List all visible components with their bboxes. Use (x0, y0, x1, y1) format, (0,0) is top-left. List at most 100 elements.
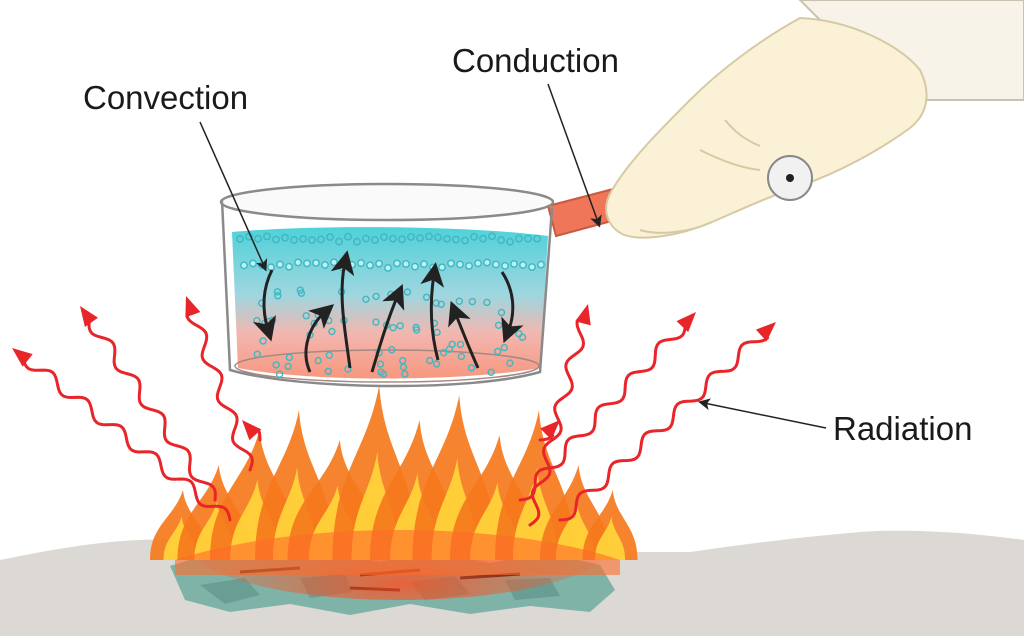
bubble (389, 324, 397, 332)
bubble (501, 261, 509, 270)
bubble (314, 356, 322, 365)
bubble (281, 233, 289, 242)
bubble (474, 259, 482, 268)
convection-pointer (199, 121, 268, 272)
bubble (393, 259, 401, 268)
convection-arrows (253, 250, 524, 373)
bubble (403, 288, 412, 296)
bubble (236, 234, 244, 243)
bubble (407, 232, 415, 241)
bubble (379, 370, 388, 378)
radiation-arrowhead-icon (575, 304, 591, 326)
bubble (420, 260, 428, 269)
bubble (344, 232, 352, 241)
bubble (249, 259, 257, 268)
bubble (344, 365, 352, 373)
bubble (401, 370, 409, 378)
saucepan (219, 180, 647, 388)
bubble (483, 298, 491, 307)
bubble (497, 308, 506, 317)
bubble (487, 368, 495, 376)
bubble (366, 261, 374, 270)
bubble (362, 234, 370, 243)
bubble (274, 292, 282, 300)
bubble (488, 232, 496, 241)
bubble (537, 260, 545, 269)
bubble (467, 364, 476, 372)
bubble (254, 234, 262, 243)
bubble (425, 232, 433, 241)
bubble (497, 236, 505, 245)
bubble (456, 340, 465, 349)
radiation-arrowhead-icon (80, 306, 98, 327)
bubble (389, 234, 397, 243)
bubble (470, 232, 478, 241)
bubble (388, 346, 396, 354)
bubble (371, 236, 379, 244)
bubble (452, 235, 460, 244)
bubble (290, 235, 298, 244)
bubble (362, 295, 370, 303)
flame-core (594, 516, 626, 560)
bubble (276, 260, 284, 269)
flame-base (175, 530, 620, 575)
bubble (398, 235, 406, 244)
bubble (426, 356, 434, 365)
bubble (432, 360, 441, 368)
bubble (448, 340, 456, 348)
bubble (380, 233, 388, 241)
label-conduction: Conduction (452, 42, 619, 79)
bubble (272, 361, 280, 369)
radiation-waves (12, 296, 776, 527)
bubble (494, 347, 502, 356)
radiation-wave (185, 312, 254, 472)
bubble (240, 261, 248, 270)
radiation-arrowhead-icon (12, 348, 33, 367)
bubble (325, 351, 333, 359)
bubble (275, 370, 284, 378)
radiation-arrowhead-icon (755, 322, 776, 342)
bubble (299, 235, 307, 243)
bubble (317, 235, 325, 244)
bubble (412, 326, 421, 334)
bubble (438, 263, 446, 272)
bubble (326, 233, 334, 242)
bubble (443, 234, 451, 243)
bubble (533, 234, 541, 243)
bubble (357, 259, 365, 268)
bubble (294, 258, 302, 267)
bubble (492, 260, 500, 269)
conduction-pointer (547, 83, 602, 228)
bubble (506, 237, 514, 246)
bubble (457, 352, 466, 361)
bubble (439, 349, 448, 357)
bubble (465, 261, 473, 270)
bubble (461, 236, 469, 245)
bubble (335, 237, 343, 246)
radiation-arrowhead-icon (185, 296, 201, 318)
bubble (396, 322, 404, 330)
radiation-wave (518, 324, 687, 502)
bubble (416, 234, 424, 243)
bubble (456, 260, 464, 269)
bubble (353, 237, 361, 246)
bubble (519, 261, 527, 269)
bubble (375, 259, 383, 268)
bubble (437, 300, 445, 308)
bubble (515, 234, 523, 243)
bubble (330, 258, 338, 267)
bubble (348, 260, 356, 269)
bubble (296, 286, 304, 294)
radiation-wave (87, 319, 217, 502)
bubble (422, 293, 431, 301)
bubble (285, 262, 293, 271)
bubble (483, 258, 491, 267)
bubble (506, 359, 514, 367)
campfire-flames (150, 385, 638, 575)
bubble (324, 367, 332, 375)
label-convection: Convection (83, 79, 249, 116)
radiation-wave (22, 358, 232, 522)
bubble (432, 299, 440, 307)
